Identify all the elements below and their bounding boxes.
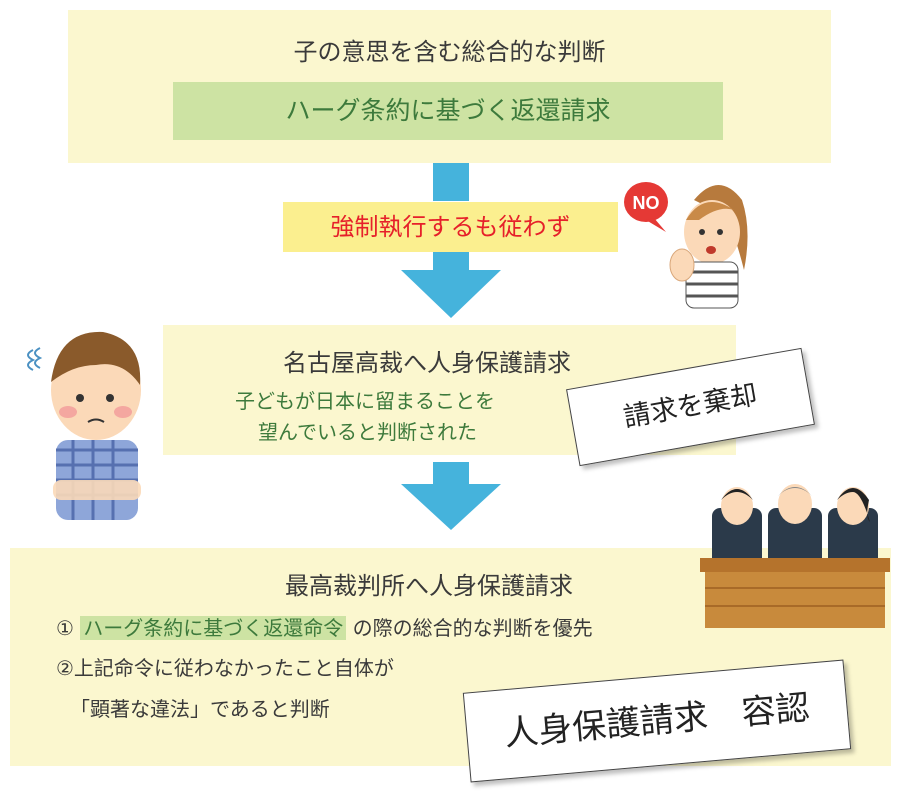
step1-highlight: ハーグ条約に基づく返還請求 (173, 82, 723, 140)
down-arrow-1-head (401, 252, 501, 318)
step2-line1: 子どもが日本に留まることを (235, 389, 495, 413)
enforcement-label: 強制執行するも従わず (283, 202, 618, 252)
step2-title: 名古屋高裁へ人身保護請求 (283, 349, 571, 377)
step3-item2-line2: 「顕著な違法」であると判断 (70, 697, 330, 721)
step2-line2: 望んでいると判断された (258, 420, 477, 444)
step3-title: 最高裁判所へ人身保護請求 (285, 572, 573, 600)
step1-title: 子の意思を含む総合的な判断 (293, 38, 606, 66)
down-arrow-2 (401, 462, 501, 530)
judges-icon (700, 484, 890, 628)
step3-item1-num: ① (56, 616, 74, 640)
down-arrow-1 (433, 163, 469, 201)
confused-boy-icon (27, 331, 141, 520)
step3-item1: ① ハーグ条約に基づく返還命令 の際の総合的な判断を優先 (56, 612, 593, 641)
no-badge-text: NO (633, 193, 660, 213)
step1-box: 子の意思を含む総合的な判断 ハーグ条約に基づく返還請求 (68, 10, 831, 163)
step3-item1-highlight: ハーグ条約に基づく返還命令 (80, 616, 347, 640)
step3-item1-rest: の際の総合的な判断を優先 (352, 616, 593, 640)
step3-item2-line1: ②上記命令に従わなかったこと自体が (56, 656, 394, 680)
woman-no-icon: NO (624, 182, 748, 309)
